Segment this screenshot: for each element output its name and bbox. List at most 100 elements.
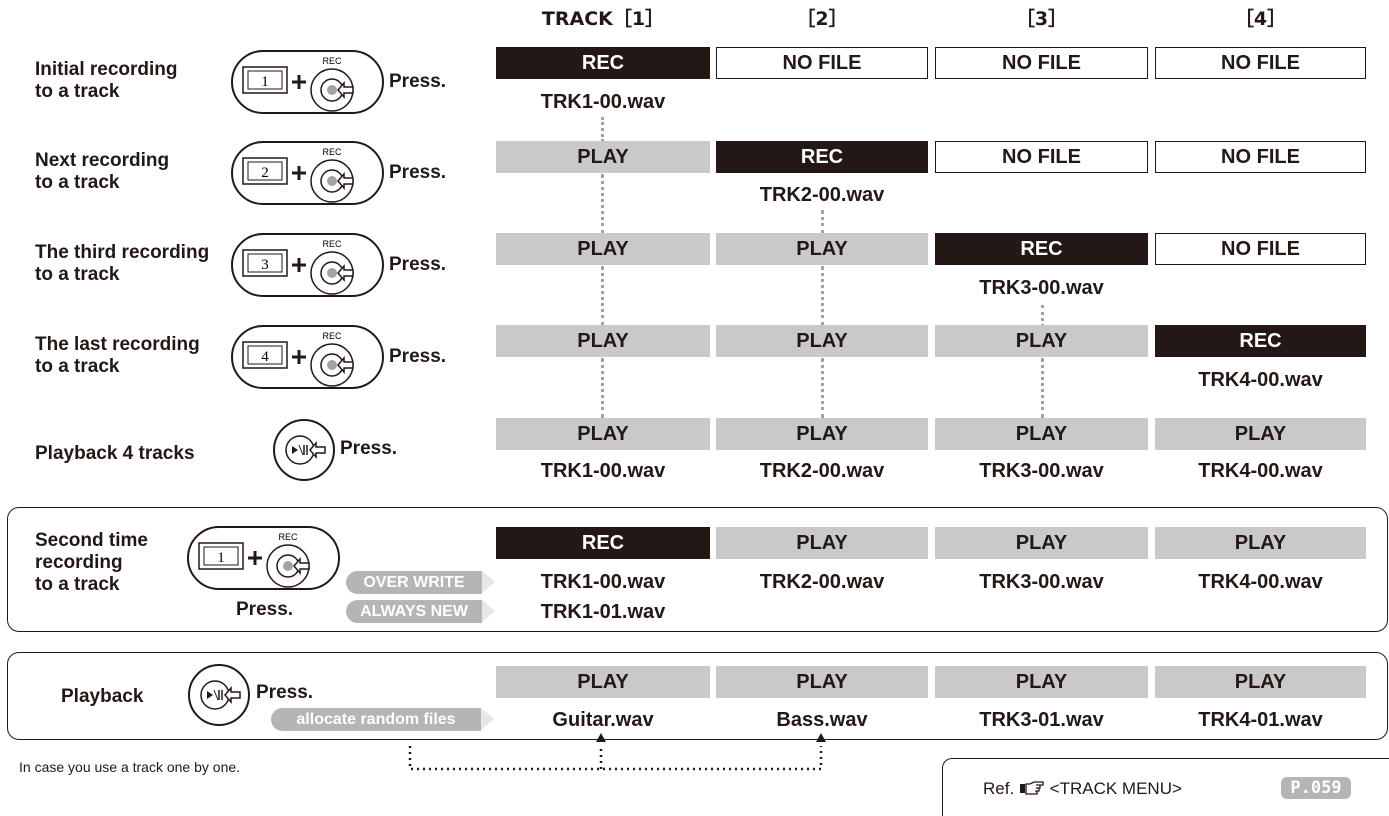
press-label-second: Press.	[236, 599, 294, 620]
track-4-state-cell: NO FILE	[1155, 141, 1366, 173]
connector-1d	[601, 358, 604, 418]
press-label-row3: Press.	[389, 254, 447, 275]
track-1-state-cell: PLAY	[496, 233, 710, 265]
track-2-state-cell: PLAY	[716, 418, 928, 450]
track-3-state-cell: REC	[935, 233, 1148, 265]
key-1-rec-combo-icon: 1 REC	[231, 50, 384, 114]
svg-text:REC: REC	[278, 532, 298, 542]
press-label-row5: Press.	[340, 438, 398, 459]
connector-2b	[821, 266, 824, 326]
allocate-random-files-label: allocate random files	[296, 711, 456, 728]
track-2-filename: TRK2-00.wav	[759, 184, 885, 206]
connector-2c	[821, 358, 824, 418]
arrow-right-icon	[482, 600, 495, 622]
svg-text:REC: REC	[322, 331, 342, 341]
track-4-state-cell: REC	[1155, 325, 1366, 357]
track-3-state-cell: PLAY	[935, 527, 1148, 559]
track-4-state-cell: PLAY	[1155, 666, 1366, 698]
connector-3b	[1041, 358, 1044, 418]
allocation-connector	[408, 733, 826, 771]
track-1-filename: TRK1-00.wav	[540, 571, 666, 593]
reference-box	[942, 758, 1389, 816]
track-1-state-cell: PLAY	[496, 418, 710, 450]
svg-text:1: 1	[261, 74, 269, 90]
track-4-state-cell: PLAY	[1155, 527, 1366, 559]
track-2-filename: Bass.wav	[776, 709, 868, 731]
svg-text:1: 1	[217, 550, 225, 566]
arrow-right-icon	[482, 571, 495, 593]
ref-menu-name: <TRACK MENU>	[1049, 779, 1182, 798]
press-label-playback: Press.	[256, 682, 314, 703]
track-1-state-cell: PLAY	[496, 325, 710, 357]
row-label-playback: Playback	[61, 686, 144, 707]
second-recording-box	[7, 507, 1388, 632]
track-1-filename: TRK1-00.wav	[540, 91, 666, 113]
track-3-state-cell: PLAY	[935, 418, 1148, 450]
track-4-filename: TRK4-01.wav	[1198, 709, 1323, 731]
connector-1c	[601, 266, 604, 326]
track-3-filename: TRK3-00.wav	[979, 571, 1104, 593]
play-button-icon	[273, 419, 335, 481]
track-1-filename: TRK1-00.wav	[540, 460, 666, 482]
footnote: In case you use a track one by one.	[19, 759, 241, 775]
header-track-4: ［4］	[1234, 8, 1287, 30]
row-label-playback-4: Playback 4 tracks	[35, 443, 195, 464]
svg-text:REC: REC	[322, 239, 342, 249]
header-track-1: TRACK［1］	[541, 8, 665, 30]
track-3-state-cell: PLAY	[935, 325, 1148, 357]
track-2-state-cell: PLAY	[716, 233, 928, 265]
svg-text:3: 3	[261, 257, 269, 273]
key-2-rec-combo-icon: 2 REC	[231, 141, 384, 205]
allocate-random-files-tag: allocate random files	[271, 708, 494, 731]
playback-box	[7, 652, 1388, 740]
track-3-state-cell: NO FILE	[935, 141, 1148, 173]
track-1-alternate-filename: TRK1-01.wav	[540, 601, 666, 623]
play-button-icon-playback	[188, 664, 250, 726]
track-2-filename: TRK2-00.wav	[759, 571, 885, 593]
page-reference-badge[interactable]: P.059	[1281, 777, 1351, 799]
track-4-state-cell: NO FILE	[1155, 47, 1366, 79]
option-over-write-label: OVER WRITE	[363, 574, 465, 591]
connector-3a	[1041, 305, 1044, 327]
track-1-state-cell: REC	[496, 527, 710, 559]
track-1-state-cell: REC	[496, 47, 710, 79]
header-track-2: ［2］	[796, 8, 848, 30]
press-label-row1: Press.	[389, 71, 447, 92]
track-3-filename: TRK3-00.wav	[979, 460, 1104, 482]
svg-text:REC: REC	[322, 56, 342, 66]
arrow-right-icon	[481, 708, 494, 730]
ref-prefix: Ref.	[983, 779, 1015, 798]
track-1-filename: Guitar.wav	[552, 709, 654, 731]
svg-text:4: 4	[261, 349, 269, 365]
connector-1a	[601, 117, 604, 142]
track-4-filename: TRK4-00.wav	[1198, 460, 1323, 482]
track-2-state-cell: PLAY	[716, 527, 928, 559]
track-3-filename: TRK3-01.wav	[979, 709, 1104, 731]
track-2-state-cell: PLAY	[716, 666, 928, 698]
track-3-state-cell: PLAY	[935, 666, 1148, 698]
key-1-rec-combo-icon-second: 1 REC	[187, 526, 340, 590]
track-2-filename: TRK2-00.wav	[759, 460, 885, 482]
track-4-state-cell: PLAY	[1155, 418, 1366, 450]
press-label-row2: Press.	[389, 162, 447, 183]
key-4-rec-combo-icon: 4 REC	[231, 325, 384, 389]
header-track-3: ［3］	[1015, 8, 1068, 30]
press-label-row4: Press.	[389, 346, 447, 367]
key-3-rec-combo-icon: 3 REC	[231, 233, 384, 297]
reference-line: Ref. <TRACK MENU>	[983, 778, 1182, 800]
track-1-state-cell: PLAY	[496, 666, 710, 698]
option-always-new-label: ALWAYS NEW	[360, 603, 468, 620]
option-always-new: ALWAYS NEW	[346, 600, 495, 623]
pointing-hand-icon	[1019, 781, 1044, 795]
arrow-up-icon	[596, 733, 606, 742]
connector-2a	[821, 210, 824, 234]
track-1-state-cell: PLAY	[496, 141, 710, 173]
track-2-state-cell: NO FILE	[716, 47, 928, 79]
track-2-state-cell: REC	[716, 141, 928, 173]
track-4-state-cell: NO FILE	[1155, 233, 1366, 265]
svg-text:REC: REC	[322, 147, 342, 157]
